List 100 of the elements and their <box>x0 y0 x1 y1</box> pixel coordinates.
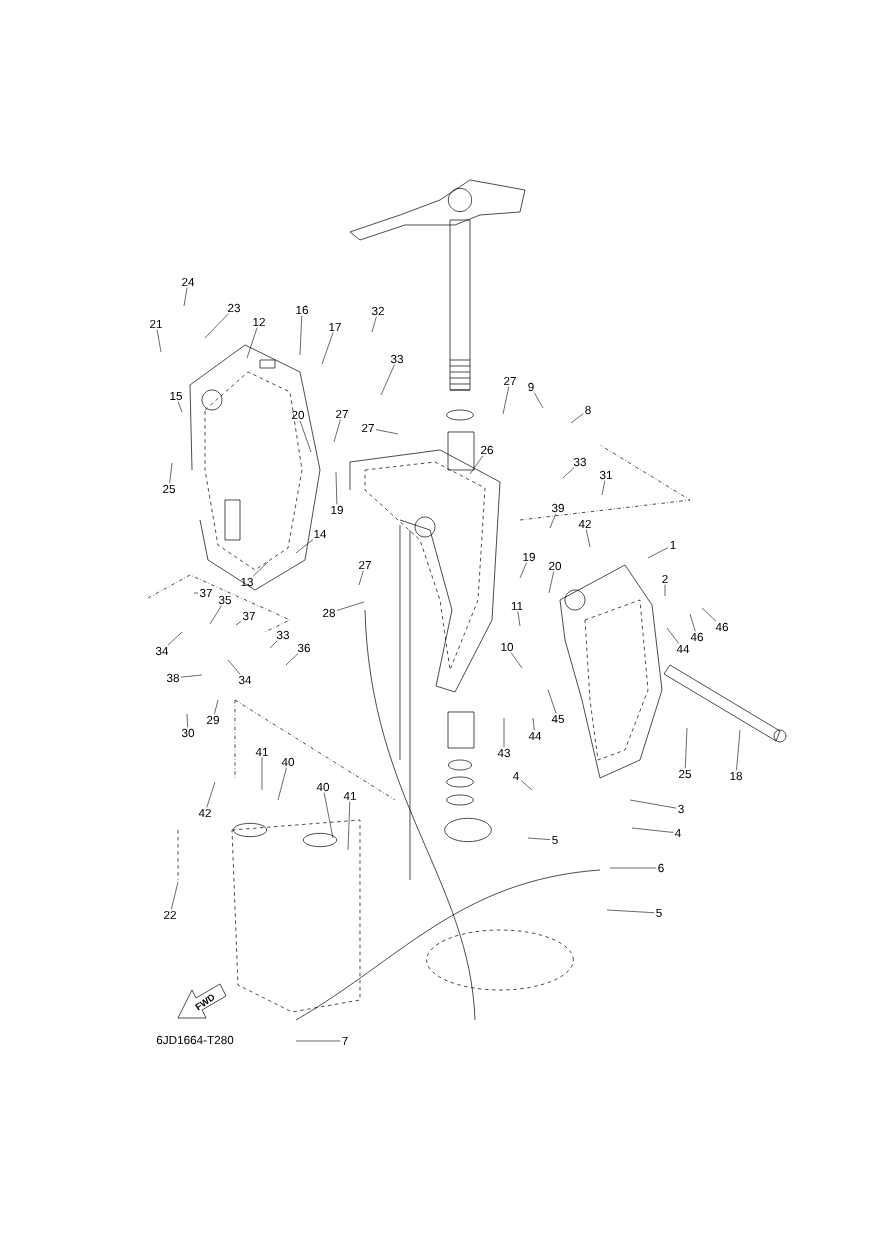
callout-number: 9 <box>528 382 534 392</box>
leader-line <box>375 429 399 435</box>
callout-number: 4 <box>675 828 681 837</box>
callout-number: 21 <box>150 319 162 329</box>
callout-number: 29 <box>207 715 219 725</box>
leader-line <box>252 561 269 577</box>
callout-number: 14 <box>314 529 327 538</box>
leader-line <box>519 562 527 579</box>
leader-line <box>380 364 395 396</box>
leader-line <box>285 653 299 666</box>
leader-line <box>527 837 551 840</box>
callout-number: 8 <box>585 405 591 415</box>
callout-number: 5 <box>552 835 558 845</box>
callout-number: 42 <box>578 519 591 529</box>
leader-line <box>736 729 741 771</box>
callout-number: 16 <box>296 305 308 315</box>
callout-number: 46 <box>690 632 703 642</box>
callout-number: 32 <box>371 306 384 316</box>
leader-line <box>336 601 365 611</box>
leader-line <box>169 462 173 484</box>
leader-line <box>321 332 334 365</box>
leader-line <box>664 584 666 597</box>
callout-number: 19 <box>331 505 343 515</box>
leader-line <box>295 539 314 554</box>
leader-line <box>548 571 555 594</box>
leader-line <box>299 420 312 453</box>
callout-number: 44 <box>528 731 542 740</box>
callout-number: 34 <box>238 675 252 685</box>
callout-number: 25 <box>163 484 176 494</box>
leader-line <box>469 455 484 475</box>
callout-number: 26 <box>481 445 493 455</box>
leader-line <box>323 792 334 839</box>
leader-line <box>156 329 162 353</box>
callout-number: 42 <box>198 808 211 818</box>
callout-number: 24 <box>182 277 195 287</box>
leader-line <box>180 674 203 678</box>
callout-number: 33 <box>573 457 586 467</box>
leader-line <box>171 881 179 910</box>
leader-line <box>277 767 287 801</box>
leader-line <box>562 467 575 479</box>
callout-number: 19 <box>523 552 535 562</box>
leader-line <box>333 419 341 443</box>
callout-number: 36 <box>297 643 310 653</box>
callout-number: 40 <box>281 757 295 767</box>
leader-line <box>335 471 338 505</box>
leader-line <box>371 316 377 333</box>
leader-line <box>601 480 606 496</box>
leader-line <box>631 827 674 833</box>
callout-number: 27 <box>359 560 371 570</box>
leader-line <box>689 613 696 632</box>
leader-line <box>261 757 263 791</box>
callout-number: 43 <box>497 748 510 758</box>
callout-number: 12 <box>253 317 265 327</box>
leader-line <box>183 287 188 307</box>
callout-number: 25 <box>679 769 692 779</box>
callout-number: 5 <box>656 908 662 918</box>
callout-number: 27 <box>336 409 348 419</box>
callout-number: 34 <box>155 646 169 656</box>
leader-line <box>609 867 657 869</box>
leader-line <box>347 801 351 851</box>
leader-line <box>547 689 557 714</box>
callout-number: 6 <box>658 863 664 873</box>
callout-number: 15 <box>170 391 182 401</box>
callout-number: 41 <box>343 791 356 800</box>
callout-number: 4 <box>513 771 519 780</box>
leader-line <box>186 713 188 728</box>
callout-number: 44 <box>676 644 690 653</box>
callout-number: 33 <box>390 354 403 364</box>
leader-line <box>246 327 258 359</box>
callout-number: 11 <box>511 601 523 610</box>
callout-number: 38 <box>166 673 179 683</box>
leader-line <box>517 611 521 627</box>
callout-number: 37 <box>199 588 212 598</box>
leader-line <box>570 413 584 424</box>
callout-number: 46 <box>715 622 728 632</box>
leader-line <box>167 631 183 646</box>
callout-number: 22 <box>164 910 176 920</box>
callout-number: 13 <box>241 577 253 587</box>
leader-line <box>532 717 535 731</box>
leader-line <box>299 315 303 356</box>
leader-line <box>701 607 717 622</box>
drawing-code: 6JD1664-T280 <box>156 1035 234 1045</box>
leader-line <box>585 529 591 548</box>
callout-number: 37 <box>242 611 255 621</box>
callout-number: 2 <box>662 574 668 584</box>
callout-number: 30 <box>181 728 195 738</box>
callout-number: 7 <box>342 1036 348 1045</box>
callout-number: 27 <box>362 423 374 433</box>
leader-line <box>206 781 216 808</box>
callout-number: 31 <box>599 470 612 480</box>
callout-number: 20 <box>292 410 305 420</box>
callout-number: 1 <box>670 540 676 549</box>
callout-number: 27 <box>504 376 516 386</box>
callout-number: 35 <box>218 595 231 605</box>
callout-number: 3 <box>678 804 684 814</box>
leader-line <box>520 779 533 791</box>
leader-line <box>629 799 677 809</box>
leader-line <box>269 640 278 649</box>
leader-line <box>647 547 669 559</box>
leader-line <box>235 621 242 626</box>
